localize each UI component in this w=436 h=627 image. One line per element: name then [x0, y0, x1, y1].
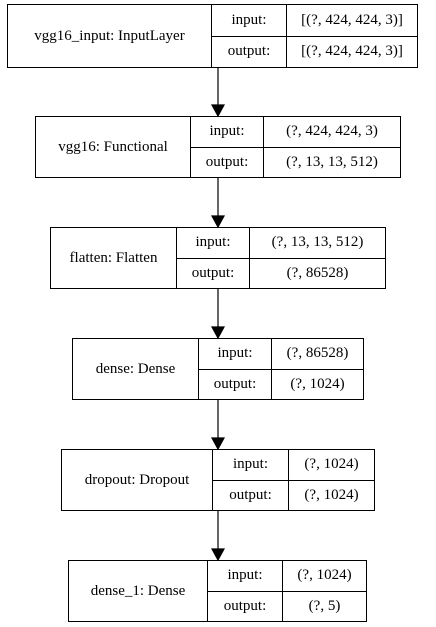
- input-label: input:: [199, 339, 272, 369]
- layer-name: dropout: Dropout: [62, 450, 213, 510]
- layer-name: vgg16_input: InputLayer: [8, 5, 212, 67]
- input-shape: [(?, 424, 424, 3)]: [301, 11, 403, 28]
- output-shape: (?, 1024): [304, 486, 359, 503]
- input-shape: (?, 1024): [304, 456, 359, 473]
- layer-node-dropout: dropout: Dropout input: (?, 1024) output…: [61, 449, 375, 511]
- output-label: output:: [199, 369, 272, 399]
- edge-arrow: [210, 68, 226, 118]
- output-shape: (?, 86528): [286, 264, 349, 281]
- output-shape: (?, 1024): [290, 375, 345, 392]
- input-label: input:: [208, 561, 283, 591]
- layer-name: dense_1: Dense: [69, 561, 208, 621]
- input-shape: (?, 424, 424, 3): [286, 123, 378, 140]
- layer-name: dense: Dense: [73, 339, 199, 399]
- input-shape: (?, 1024): [297, 567, 352, 584]
- edge-arrow: [210, 178, 226, 229]
- layer-name: flatten: Flatten: [51, 228, 177, 288]
- input-label: input:: [213, 450, 289, 480]
- layer-node-dense: dense: Dense input: (?, 86528) output: (…: [72, 338, 364, 400]
- output-label: output:: [191, 147, 264, 177]
- input-shape: (?, 13, 13, 512): [271, 234, 364, 251]
- output-label: output:: [208, 591, 283, 621]
- output-shape: (?, 13, 13, 512): [286, 153, 378, 170]
- input-label: input:: [177, 228, 250, 258]
- input-label: input:: [212, 5, 287, 36]
- input-shape: (?, 86528): [286, 345, 349, 362]
- edge-arrow: [210, 289, 226, 340]
- layer-node-vgg16: vgg16: Functional input: (?, 424, 424, 3…: [35, 116, 401, 178]
- layer-node-dense-1: dense_1: Dense input: (?, 1024) output: …: [68, 560, 367, 622]
- edge-arrow: [210, 511, 226, 562]
- output-label: output:: [177, 258, 250, 288]
- layer-name: vgg16: Functional: [36, 117, 191, 177]
- layer-node-vgg16-input: vgg16_input: InputLayer input: [(?, 424,…: [7, 4, 418, 68]
- edge-arrow: [210, 400, 226, 451]
- output-shape: [(?, 424, 424, 3)]: [301, 43, 403, 60]
- input-label: input:: [191, 117, 264, 147]
- output-label: output:: [212, 36, 287, 67]
- layer-node-flatten: flatten: Flatten input: (?, 13, 13, 512)…: [50, 227, 386, 289]
- output-shape: (?, 5): [308, 597, 341, 614]
- output-label: output:: [213, 480, 289, 510]
